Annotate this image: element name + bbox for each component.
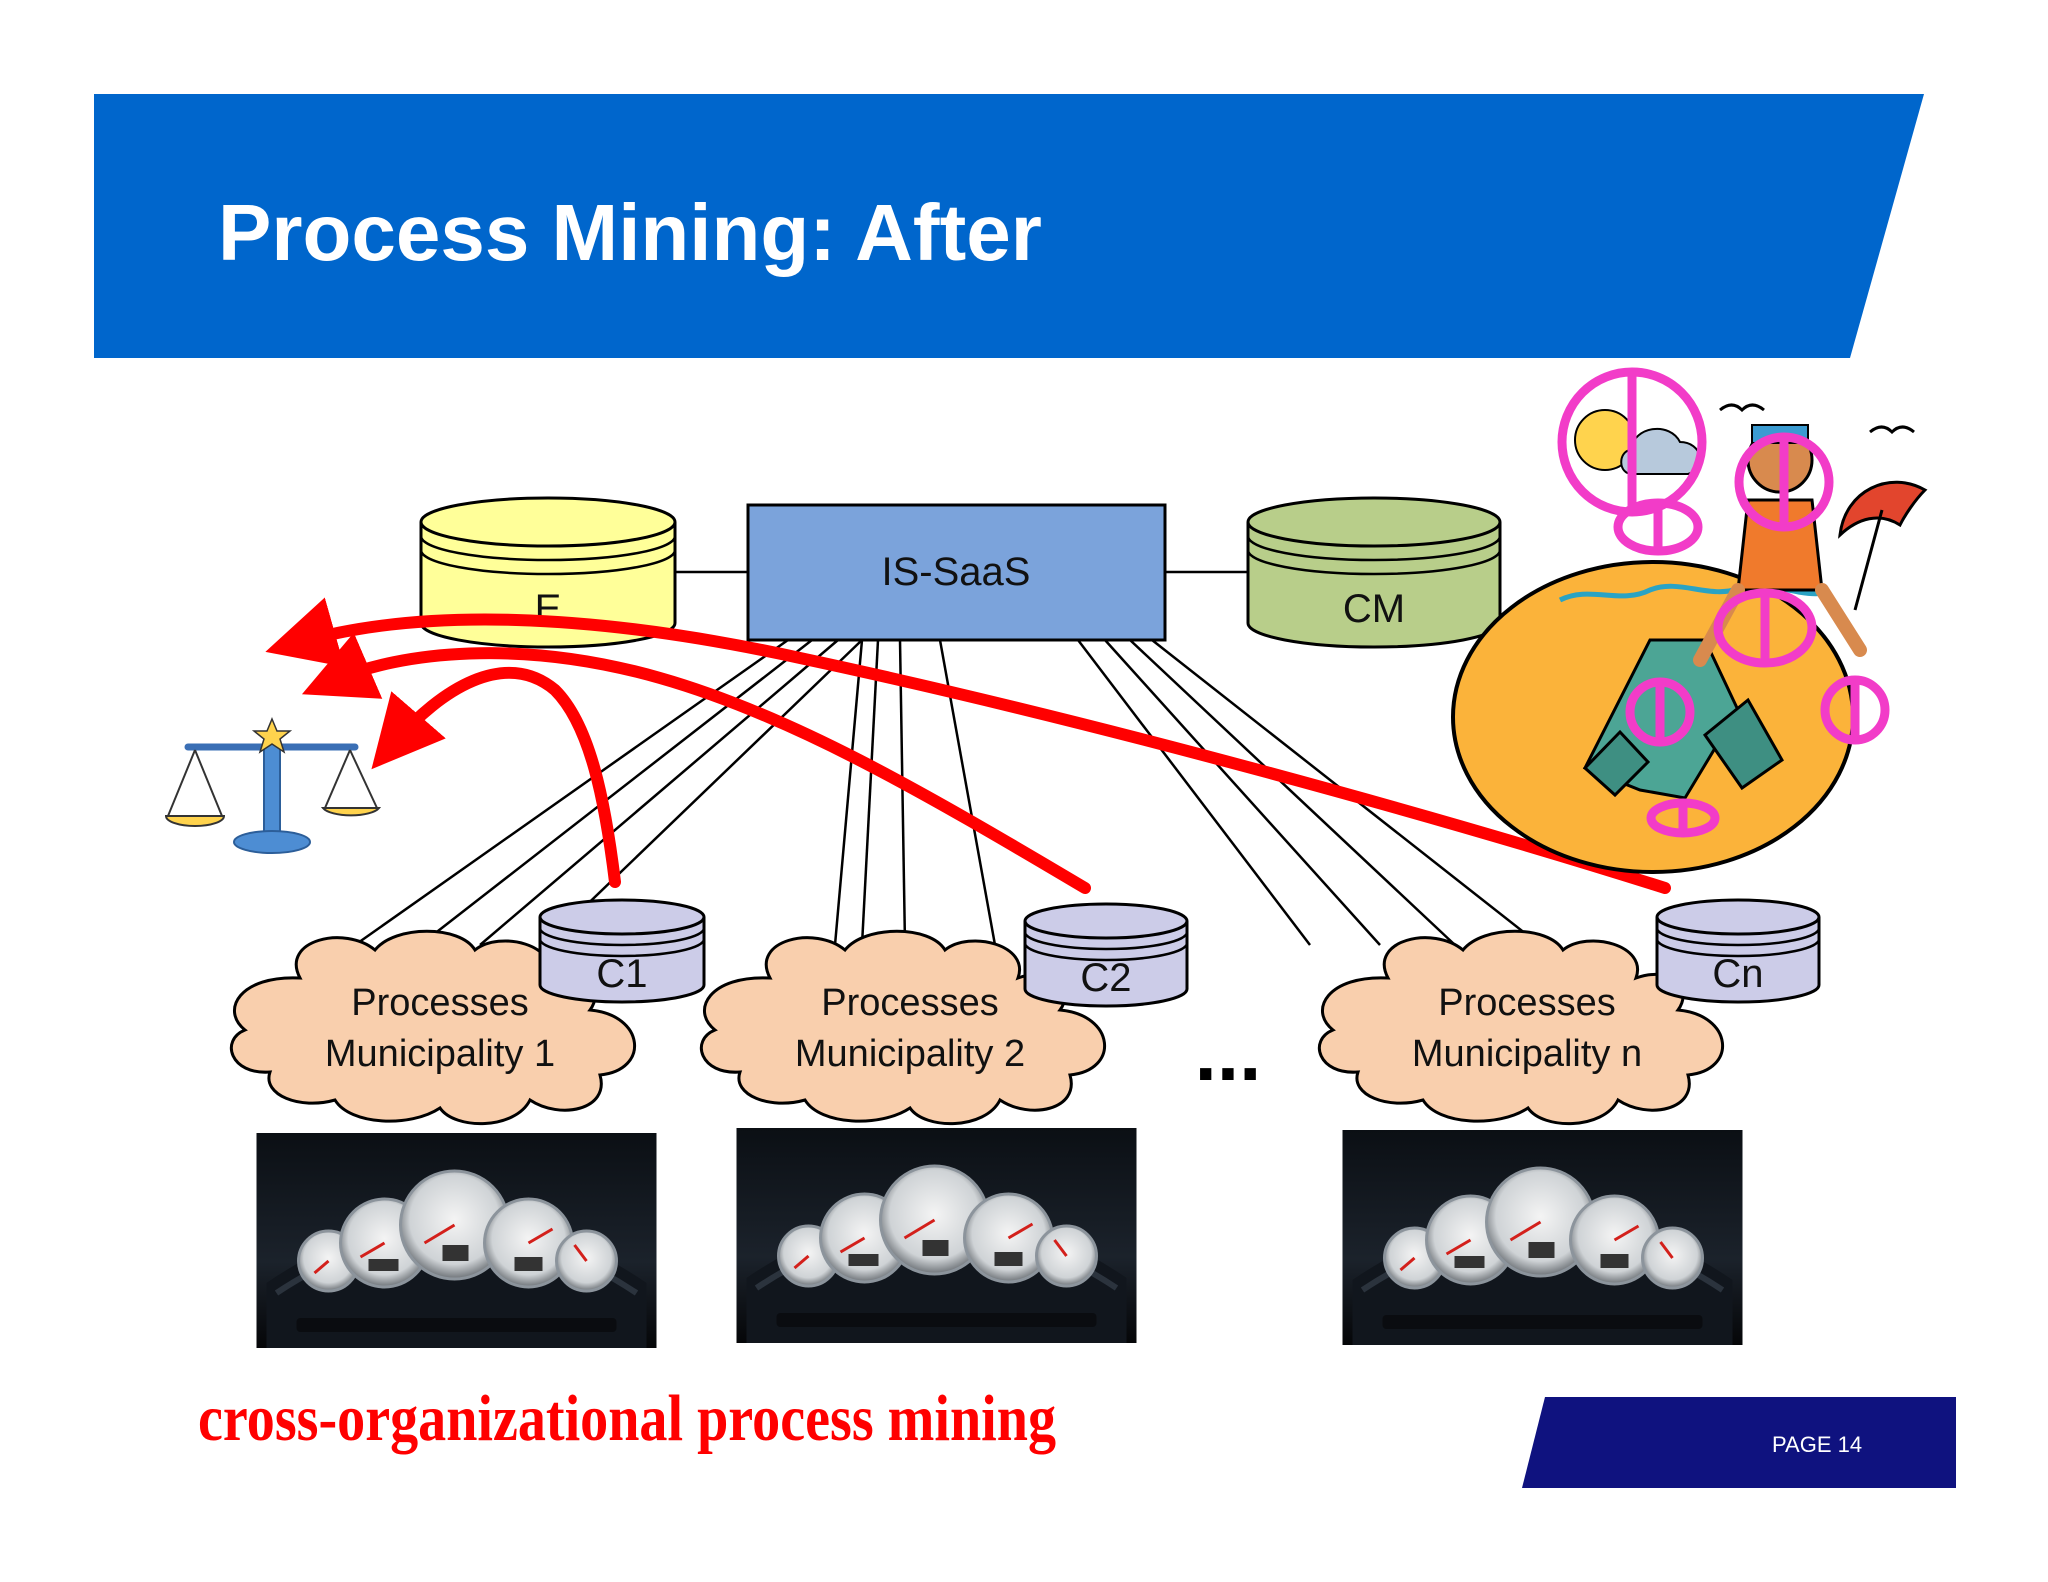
- municipality-1-line2: Municipality 1: [325, 1033, 555, 1075]
- slide-title: Process Mining: After: [218, 188, 1042, 277]
- arrow-from-c2: [301, 632, 1091, 894]
- is-saas-node: IS-SaaS: [746, 503, 1167, 642]
- database-cm-label: CM: [1343, 587, 1405, 631]
- municipality-n-line2: Municipality n: [1412, 1033, 1642, 1075]
- caption-cross-organizational: cross-organizational process mining: [198, 1382, 1056, 1455]
- saas-fanout-lines: [354, 638, 1541, 947]
- arrow-from-cn: [265, 597, 1671, 894]
- page-number: PAGE 14: [1772, 1432, 1862, 1457]
- database-c1-label: C1: [596, 952, 647, 996]
- dashboard-photo-1: [257, 1133, 657, 1348]
- header-bar: [94, 94, 1924, 358]
- database-c2: C2: [1023, 902, 1189, 1008]
- dashboard-photo-2: [737, 1128, 1137, 1343]
- database-cn: Cn: [1655, 898, 1821, 1004]
- municipality-2-line2: Municipality 2: [795, 1033, 1025, 1075]
- footer-bar: [1522, 1397, 1956, 1488]
- ellipsis-more-municipalities: ...: [1195, 1008, 1262, 1097]
- database-c2-label: C2: [1080, 956, 1131, 1000]
- red-arrows: [265, 597, 1671, 894]
- municipality-1-line1: Processes: [351, 982, 528, 1024]
- municipality-2-line1: Processes: [821, 982, 998, 1024]
- justice-scale-icon: [164, 717, 382, 854]
- dashboard-photo-3: [1343, 1130, 1743, 1345]
- municipality-2-cloud: Processes Municipality 2: [699, 929, 1107, 1126]
- municipality-1-cloud: Processes Municipality 1: [229, 929, 637, 1126]
- database-c1: C1: [538, 898, 706, 1004]
- database-cn-label: Cn: [1712, 952, 1763, 996]
- arrow-from-c1: [371, 666, 621, 888]
- municipality-n-line1: Processes: [1438, 982, 1615, 1024]
- municipality-n-cloud: Processes Municipality n: [1317, 929, 1725, 1126]
- database-cm: CM: [1246, 496, 1502, 649]
- is-saas-label: IS-SaaS: [882, 550, 1031, 594]
- beach-figure-illustration: [1451, 367, 1928, 874]
